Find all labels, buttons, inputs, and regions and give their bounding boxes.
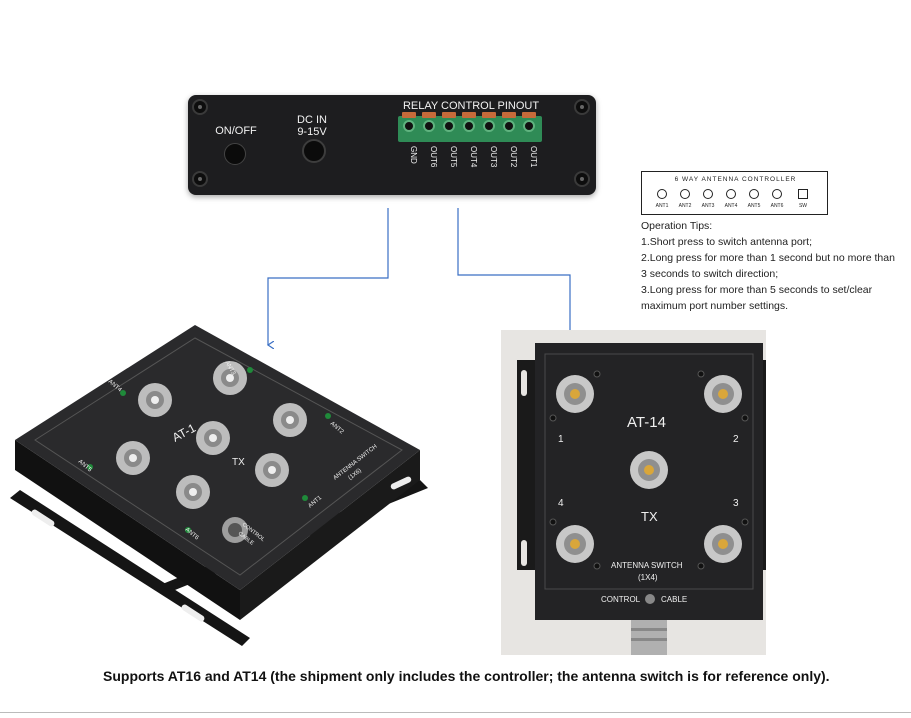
screw-icon [574,171,590,187]
ant4-button-icon [726,189,736,199]
screw-icon [192,99,208,115]
on-off-label: ON/OFF [215,125,257,137]
panel-label: SW [798,203,808,209]
ant6-button-icon [772,189,782,199]
at14-port-label: 4 [558,498,564,509]
control-cable-connector-icon [645,594,655,604]
at14-control-label: CONTROL [601,595,641,604]
at16-tx-label: TX [232,457,245,468]
tip-line: 3.Long press for more than 5 seconds to … [641,284,873,296]
arrow-to-at16 [268,208,389,345]
at14-tx-label: TX [641,509,658,524]
ant1-button-icon [657,189,667,199]
panel-label: ANT1 [655,203,669,209]
at14-model-label: AT-14 [627,414,666,431]
screw-icon [192,171,208,187]
at14-antenna-switch: AT-14 TX 1 2 3 4 ANTENNA SWITCH (1X4) CO… [517,343,766,655]
sw-button-icon [798,189,808,199]
controller-unit [188,95,596,195]
at14-cable-label: CABLE [661,595,687,604]
tips-heading: Operation Tips: [641,220,713,232]
ant3-button-icon [703,189,713,199]
tip-line: 1.Short press to switch antenna port; [641,236,813,248]
panel-label: ANT4 [724,203,738,209]
terminal-block [398,112,542,142]
ant5-button-icon [749,189,759,199]
screw-icon [574,99,590,115]
panel-title: 6 WAY ANTENNA CONTROLLER [674,176,797,183]
relay-pinout-title: RELAY CONTROL PINOUT [402,100,540,112]
so239-connector-icon [116,361,307,509]
tip-line: 2.Long press for more than 1 second but … [641,252,895,264]
panel-label: ANT2 [678,203,692,209]
panel-label: ANT5 [747,203,761,209]
panel-label: ANT3 [701,203,715,209]
at14-port-label: 3 [733,498,739,509]
arrow-to-at14 [457,208,570,343]
dc-in-label: DC IN [297,114,327,126]
bottom-divider [0,712,911,713]
tip-line: 3 seconds to switch direction; [641,268,779,280]
dc-jack [302,139,326,163]
ant2-button-icon [680,189,690,199]
so239-connector-icon [556,375,742,563]
at14-switch-sub: (1X4) [638,573,658,582]
caption: Supports AT16 and AT14 (the shipment onl… [103,668,830,684]
panel-label: ANT6 [770,203,784,209]
at14-port-label: 2 [733,434,739,445]
at16-antenna-switch: AT-1 TX ANT1 ANT2 ANT3 ANT4 ANT5 ANT6 AN… [10,325,428,646]
front-panel-diagram: 6 WAY ANTENNA CONTROLLER ANT1 ANT2 ANT3 … [641,171,828,215]
at14-port-label: 1 [558,434,564,445]
dc-voltage-label: 9-15V [297,126,327,138]
power-button[interactable] [224,143,246,165]
at14-switch-label: ANTENNA SWITCH [611,561,683,570]
tip-line: maximum port number settings. [641,300,789,312]
